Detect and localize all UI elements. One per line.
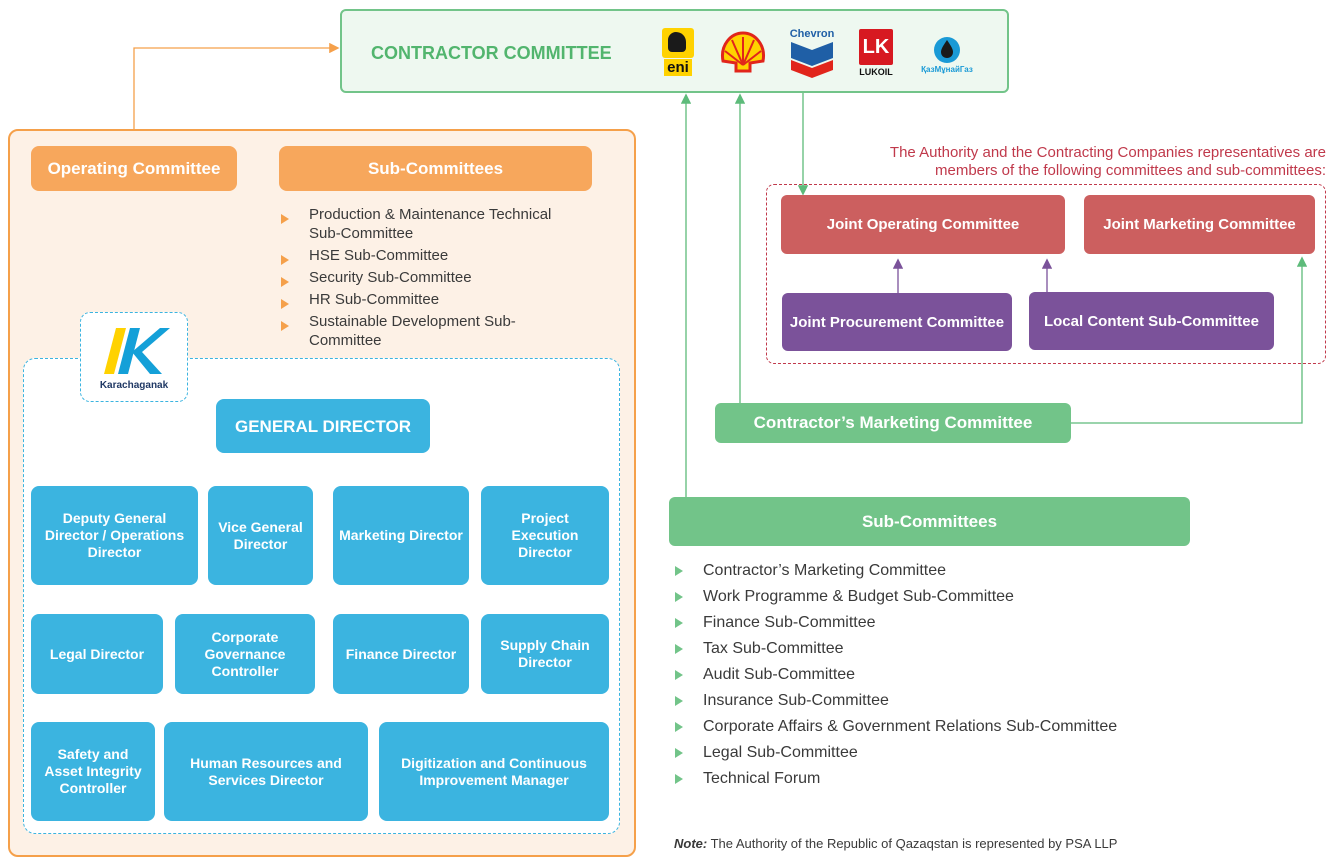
supply-chain-director-box: Supply Chain Director [481,614,609,694]
list-item: Sustainable Development Sub-Committee [281,312,581,350]
digitization-manager-box: Digitization and Continuous Improvement … [379,722,609,821]
list-item: Legal Sub-Committee [675,740,1195,766]
local-content-sub-committee-box: Local Content Sub-Committee [1029,292,1274,350]
contractor-committee-title: CONTRACTOR COMMITTEE [371,43,612,63]
chevron-chevrons-icon [791,42,833,78]
right-sub-committees-list: Contractor’s Marketing Committee Work Pr… [675,558,1195,792]
finance-director-box: Finance Director [333,614,469,694]
lukoil-logo: LK LUKOIL [852,25,900,81]
list-item: Production & Maintenance Technical Sub-C… [281,205,581,243]
legal-director-box: Legal Director [31,614,163,694]
list-item: Audit Sub-Committee [675,662,1195,688]
eni-dog-icon [662,28,694,58]
karachaganak-logo: Karachaganak [80,312,188,402]
marketing-director-box: Marketing Director [333,486,469,585]
corporate-governance-controller-box: Corporate Governance Controller [175,614,315,694]
joint-operating-committee-box: Joint Operating Committee [781,195,1065,254]
joint-marketing-committee-box: Joint Marketing Committee [1084,195,1315,254]
lukoil-mark-icon: LK [859,29,893,65]
safety-asset-integrity-box: Safety and Asset Integrity Controller [31,722,155,821]
karachaganak-k-icon [104,327,170,374]
shell-logo [718,29,768,75]
list-item: HSE Sub-Committee [281,246,581,265]
eni-logo: eni [655,25,701,79]
chevron-logo: Chevron [786,23,838,83]
list-item: Technical Forum [675,766,1195,792]
vice-general-director-box: Vice General Director [208,486,313,585]
left-sub-committees-box: Sub-Committees [279,146,592,191]
human-resources-director-box: Human Resources and Services Director [164,722,368,821]
authority-note: The Authority and the Contracting Compan… [889,144,1326,179]
list-item: Finance Sub-Committee [675,610,1195,636]
list-item: Work Programme & Budget Sub-Committee [675,584,1195,610]
list-item: Security Sub-Committee [281,268,581,287]
shell-pecten-icon [721,31,765,73]
deputy-general-director-box: Deputy General Director / Operations Dir… [31,486,198,585]
general-director-box: GENERAL DIRECTOR [216,399,430,453]
list-item: Corporate Affairs & Government Relations… [675,714,1195,740]
left-sub-committees-list: Production & Maintenance Technical Sub-C… [281,205,581,350]
right-sub-committees-box: Sub-Committees [669,497,1190,546]
list-item: Insurance Sub-Committee [675,688,1195,714]
list-item: HR Sub-Committee [281,290,581,309]
project-execution-director-box: Project Execution Director [481,486,609,585]
joint-procurement-committee-box: Joint Procurement Committee [782,293,1012,351]
kazmunaygaz-drop-icon [934,36,960,63]
kazmunaygaz-logo: ҚазМұнайГаз [912,29,982,79]
contractor-committee-box: CONTRACTOR COMMITTEE eni Chevron LK LUKO… [340,9,1009,93]
operating-committee-box: Operating Committee [31,146,237,191]
contractors-marketing-committee-box: Contractor’s Marketing Committee [715,403,1071,443]
list-item: Tax Sub-Committee [675,636,1195,662]
footnote: Note: The Authority of the Republic of Q… [674,836,1118,851]
list-item: Contractor’s Marketing Committee [675,558,1195,584]
joint-committees-area [766,184,1326,364]
